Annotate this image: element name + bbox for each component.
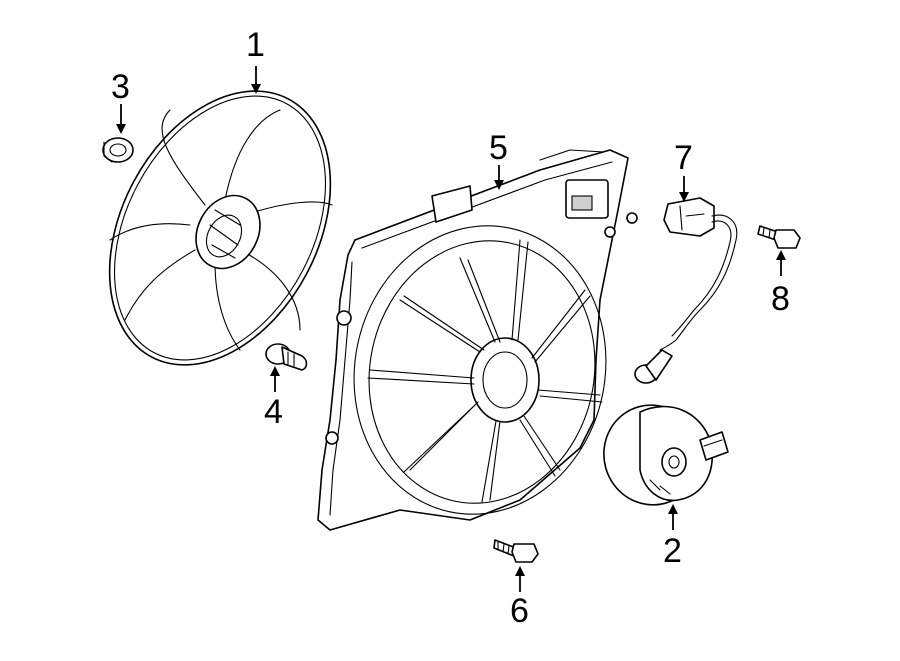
callout-number-7: 7 — [674, 139, 693, 177]
callout-arrow-5 — [494, 165, 504, 190]
callout-number-4: 4 — [264, 393, 283, 431]
callout-number-1: 1 — [246, 26, 265, 64]
callout-number-6: 6 — [510, 592, 529, 630]
nut-part-3[interactable] — [102, 137, 134, 163]
push-pin-part-4[interactable] — [265, 343, 308, 371]
callout-number-3: 3 — [111, 68, 130, 106]
fan-shroud-part-5[interactable] — [317, 149, 638, 538]
callout-arrow-7 — [679, 176, 689, 202]
callout-number-5: 5 — [489, 129, 508, 167]
callout-arrow-3 — [116, 104, 126, 134]
motor-part-2[interactable] — [593, 394, 729, 515]
callout-number-2: 2 — [663, 532, 682, 570]
fan-blade-part-1[interactable] — [65, 53, 375, 403]
callout-arrow-6 — [515, 566, 525, 592]
callout-arrow-2 — [668, 504, 678, 530]
callout-arrow-4 — [270, 366, 280, 392]
wiring-harness-part-7[interactable] — [634, 197, 738, 384]
callout-arrow-1 — [251, 66, 261, 94]
callout-number-8: 8 — [771, 280, 790, 318]
bolt-part-8[interactable] — [757, 225, 801, 249]
callout-arrow-8 — [776, 250, 786, 276]
bolt-part-6[interactable] — [493, 539, 539, 563]
